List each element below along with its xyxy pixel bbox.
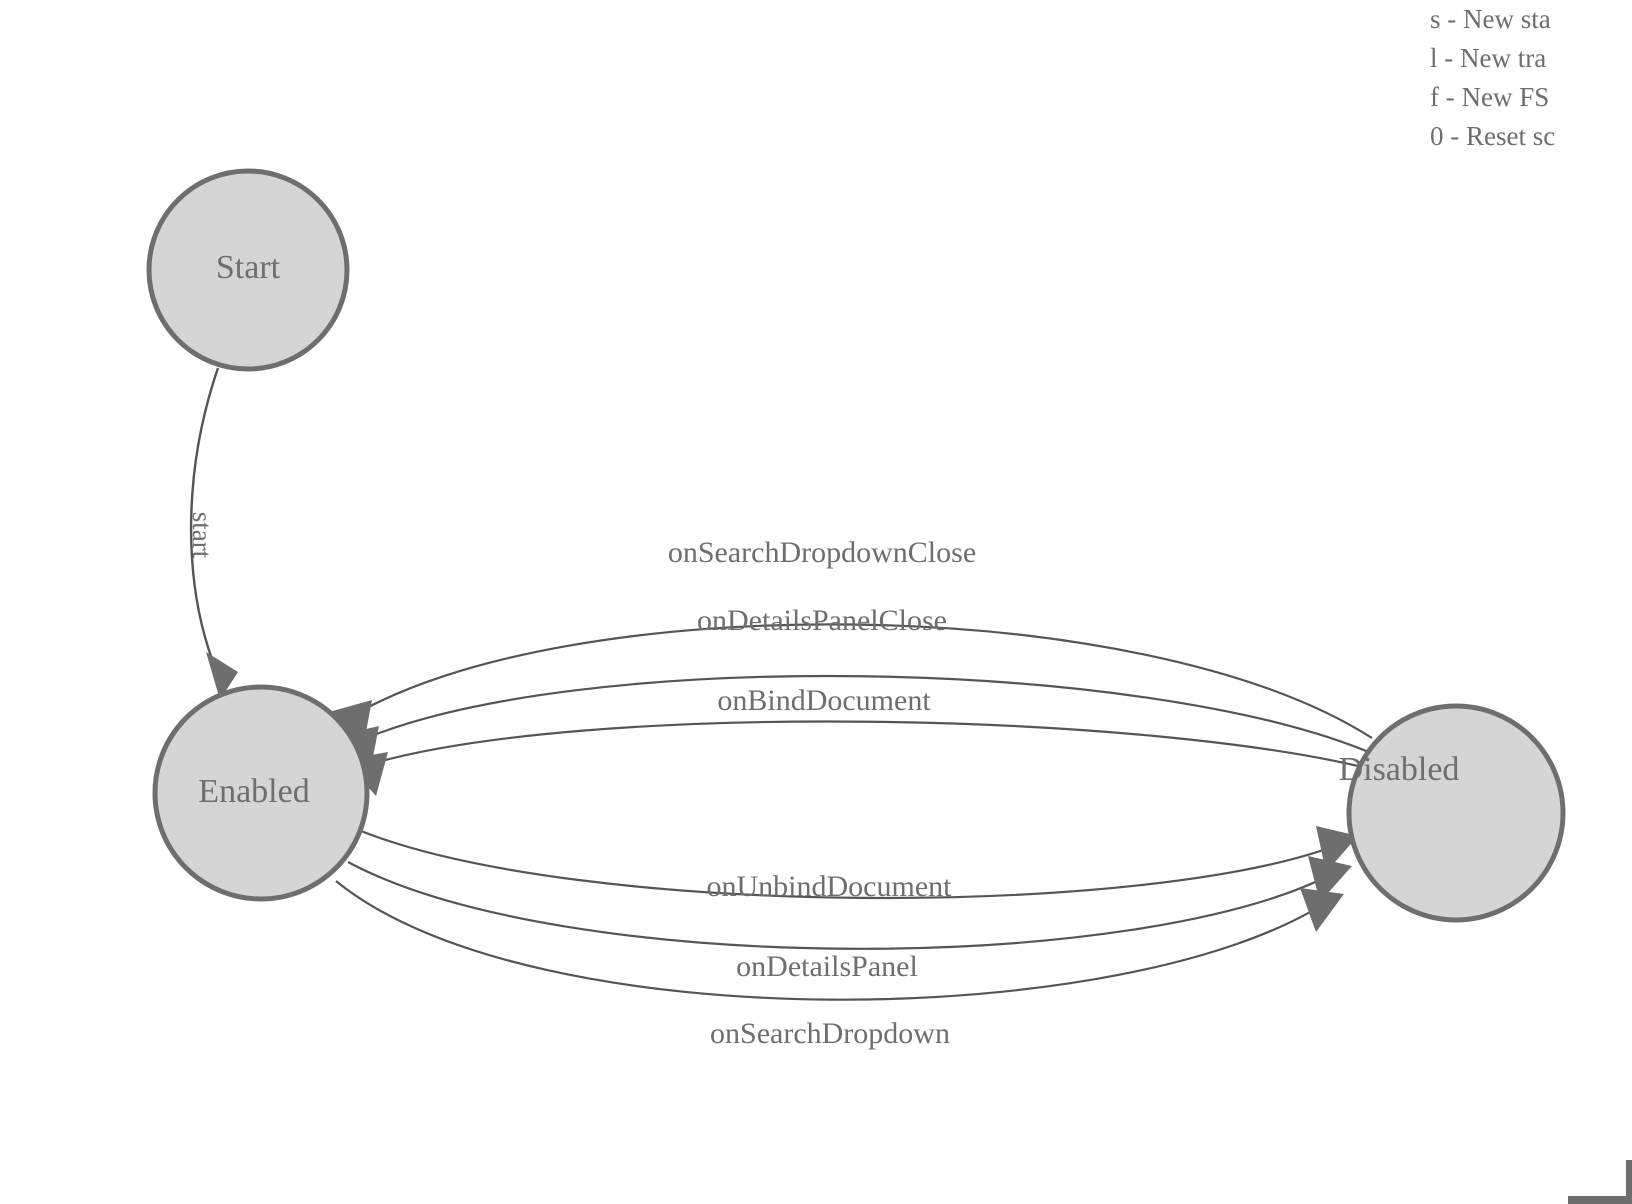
edge-path[interactable] bbox=[356, 674, 1379, 758]
edge-path[interactable] bbox=[347, 861, 1337, 950]
edge-enabled-to-disabled-searchdropdown[interactable] bbox=[335, 880, 1344, 1001]
state-circle[interactable] bbox=[152, 684, 370, 902]
edge-label-ondetailspanel: onDetailsPanel bbox=[736, 950, 918, 983]
edge-start-to-enabled[interactable] bbox=[189, 367, 238, 700]
edge-path[interactable] bbox=[363, 720, 1383, 774]
edge-label-onsearchdropdown: onSearchDropdown bbox=[710, 1017, 950, 1050]
state-node-start[interactable]: Start bbox=[146, 168, 350, 372]
edge-label-layer: start onSearchDropdownClose onDetailsPan… bbox=[187, 512, 976, 1050]
edge-label-ondetailspanelclose: onDetailsPanelClose bbox=[697, 604, 947, 637]
scrollbar-corner-vertical[interactable] bbox=[1626, 1160, 1632, 1204]
edge-disabled-to-enabled-binddocument[interactable] bbox=[344, 720, 1383, 796]
arrowhead-icon bbox=[1300, 888, 1344, 932]
state-label: Start bbox=[216, 249, 281, 286]
edge-enabled-to-disabled-detailspanel[interactable] bbox=[347, 856, 1352, 950]
arrowhead-icon bbox=[206, 652, 238, 700]
edge-label-onsearchdropdownclose: onSearchDropdownClose bbox=[668, 536, 976, 569]
edge-path[interactable] bbox=[189, 367, 220, 663]
state-circle[interactable] bbox=[146, 168, 350, 372]
edge-label-onunbinddocument: onUnbindDocument bbox=[707, 870, 953, 903]
state-label: Disabled bbox=[1339, 751, 1460, 788]
state-node-disabled[interactable]: Disabled bbox=[1339, 703, 1566, 923]
edge-label-onbinddocument: onBindDocument bbox=[717, 684, 931, 717]
edge-label-start: start bbox=[187, 512, 217, 559]
node-layer: Start Enabled Disabled bbox=[146, 168, 1566, 923]
state-label: Enabled bbox=[198, 773, 309, 810]
state-node-enabled[interactable]: Enabled bbox=[152, 684, 370, 902]
edge-path[interactable] bbox=[348, 623, 1373, 739]
state-circle[interactable] bbox=[1346, 703, 1566, 923]
edge-path[interactable] bbox=[360, 829, 1341, 900]
arrowhead-icon bbox=[1308, 856, 1352, 902]
edge-path[interactable] bbox=[335, 880, 1331, 1001]
scrollbar-corner-horizontal[interactable] bbox=[1568, 1196, 1632, 1204]
